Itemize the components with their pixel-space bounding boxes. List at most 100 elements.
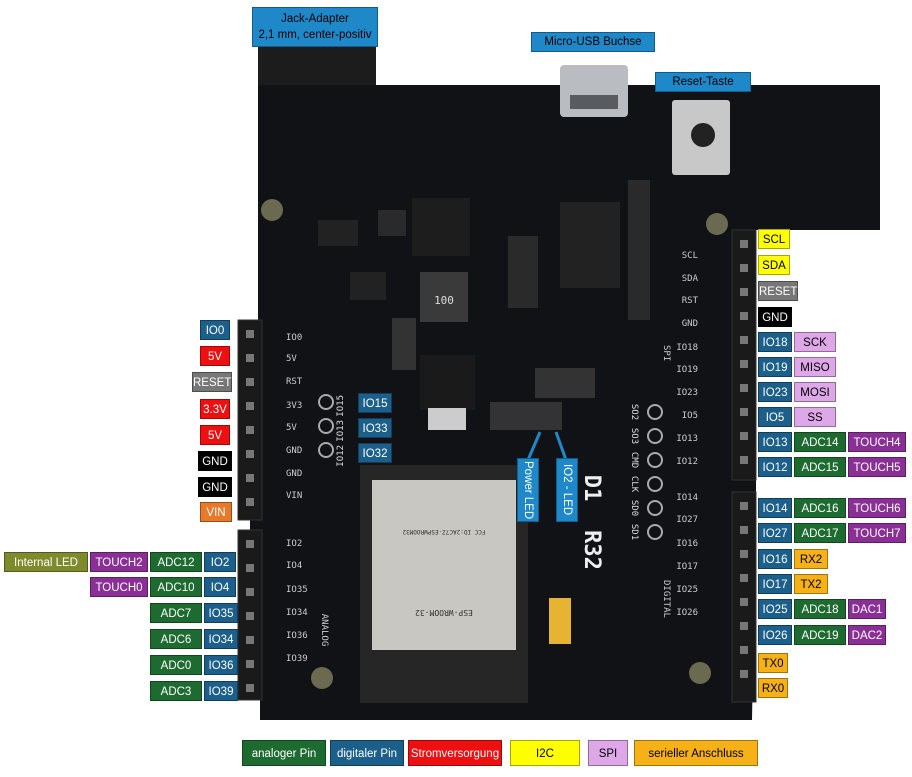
analog-silk: ANALOG	[319, 614, 329, 647]
left-silk2-2: IO35	[286, 585, 308, 595]
right-pin-sda: SDA	[758, 255, 790, 275]
right-io23-pin: IO23	[758, 382, 792, 402]
right-silk-4: IO18	[676, 343, 698, 353]
left-silk2-3: IO34	[286, 608, 308, 618]
left-io35-pin: IO35	[204, 603, 238, 623]
left-power-header	[237, 319, 263, 521]
right-silk-7: IO5	[682, 411, 698, 421]
right-pin-gnd: GND	[758, 307, 792, 327]
left-silk-5: GND	[286, 446, 302, 456]
left-io34-pin: IO34	[204, 629, 238, 649]
left-silk-2: RST	[286, 377, 303, 387]
flash-silk-3: CLK	[629, 476, 639, 493]
board-name-1: D1	[579, 475, 604, 502]
usb-callout: Micro-USB Buchse	[531, 32, 655, 52]
center-pin-io15: IO15	[358, 393, 392, 413]
left-pin-reset: RESET	[192, 372, 232, 392]
left-io4-touch: TOUCH0	[90, 577, 148, 597]
right-io25-dac: DAC1	[848, 599, 886, 619]
right-pin-scl: SCL	[758, 229, 790, 249]
flash-silk-4: SD0	[629, 500, 639, 516]
right-io18-pin: IO18	[758, 332, 792, 352]
right-io25-pin: IO25	[758, 599, 792, 619]
right-silk2-5: IO26	[676, 608, 698, 618]
right-silk2-3: IO17	[676, 562, 698, 572]
right-silk2-0: IO14	[676, 493, 698, 503]
left-io35-adc: ADC7	[150, 603, 202, 623]
power-led-callout: Power LED	[517, 458, 539, 522]
right-io14-pin: IO14	[758, 498, 792, 518]
right-io13-touch: TOUCH4	[848, 432, 906, 452]
jack-callout-line1: Jack-Adapter	[281, 13, 349, 25]
left-silk-1: 5V	[286, 354, 297, 364]
right-io17-pin: IO17	[758, 574, 792, 594]
right-silk-8: IO13	[676, 434, 698, 444]
right-io13-pin: IO13	[758, 432, 792, 452]
jack-callout-line2: 2,1 mm, center-positiv	[258, 29, 372, 41]
right-silk-5: IO19	[676, 365, 698, 375]
spi-silk: SPI	[661, 345, 671, 361]
right-io17-tx2: TX2	[794, 574, 828, 594]
left-silk-6: GND	[286, 469, 302, 479]
left-io2-internal-led: Internal LED	[4, 552, 88, 572]
right-io26-pin: IO26	[758, 625, 792, 645]
left-pin-5v: 5V	[200, 346, 230, 366]
right-silk2-4: IO25	[676, 585, 698, 595]
left-io2-pin: IO2	[204, 552, 236, 572]
left-io36-pin: IO36	[204, 655, 238, 675]
center-silk-2: IO12	[336, 445, 346, 467]
left-silk-4: 5V	[286, 423, 297, 433]
right-io27-adc: ADC17	[794, 523, 846, 543]
left-pin-3v3: 3.3V	[200, 399, 230, 419]
reset-callout: Reset-Taste	[655, 72, 751, 92]
right-silk-6: IO23	[676, 388, 698, 398]
right-silk2-1: IO27	[676, 515, 698, 525]
right-io12-touch: TOUCH5	[848, 457, 906, 477]
right-io25-adc: ADC18	[794, 599, 846, 619]
legend-analog: analoger Pin	[242, 740, 326, 766]
left-io34-adc: ADC6	[150, 629, 202, 649]
left-io39-adc: ADC3	[150, 681, 202, 701]
legend-serial: serieller Anschluss	[634, 740, 758, 766]
digital-silk: DIGITAL	[661, 580, 671, 618]
right-io13-adc: ADC14	[794, 432, 846, 452]
right-io19-miso: MISO	[794, 357, 836, 377]
left-silk2-1: IO4	[286, 561, 302, 571]
right-silk-3: GND	[682, 319, 698, 329]
jack-adapter-callout: Jack-Adapter 2,1 mm, center-positiv	[252, 7, 378, 47]
right-silk-0: SCL	[682, 251, 698, 261]
center-pin-io33: IO33	[358, 418, 392, 438]
left-pin-gnd: GND	[198, 451, 232, 471]
left-pin-gnd-2: GND	[198, 477, 232, 497]
right-io14-adc: ADC16	[794, 498, 846, 518]
left-silk-3: 3V3	[286, 401, 302, 411]
legend-i2c: I2C	[510, 740, 580, 766]
right-io5-ss: SS	[794, 407, 836, 427]
right-io26-dac: DAC2	[848, 625, 886, 645]
right-silk2-2: IO16	[676, 539, 698, 549]
legend-power: Stromversorgung	[408, 740, 502, 766]
right-io26-adc: ADC19	[794, 625, 846, 645]
module-silk-2: FCC ID:2AC7Z-ESPWROOM32	[402, 528, 485, 535]
flash-silk-1: SO3	[629, 428, 639, 444]
right-io27-pin: IO27	[758, 523, 792, 543]
right-silk-1: SDA	[682, 274, 699, 284]
left-silk2-5: IO39	[286, 654, 308, 664]
right-io18-sck: SCK	[794, 332, 836, 352]
left-pin-io0: IO0	[200, 320, 230, 340]
right-silk-2: RST	[682, 296, 699, 306]
right-pin-rx0: RX0	[758, 678, 788, 698]
right-pin-tx0: TX0	[758, 653, 788, 673]
flash-silk-5: SD1	[629, 524, 639, 540]
left-io4-adc: ADC10	[150, 577, 202, 597]
right-io12-pin: IO12	[758, 457, 792, 477]
right-io14-touch: TOUCH6	[848, 498, 906, 518]
left-io4-pin: IO4	[204, 577, 236, 597]
right-io23-mosi: MOSI	[794, 382, 836, 402]
legend-digital: digitaler Pin	[330, 740, 404, 766]
board-name-2: R32	[579, 530, 604, 570]
left-silk2-0: IO2	[286, 539, 302, 549]
left-silk-0: IO0	[286, 333, 302, 343]
module-silk-1: ESP-WROOM-32	[415, 608, 473, 617]
